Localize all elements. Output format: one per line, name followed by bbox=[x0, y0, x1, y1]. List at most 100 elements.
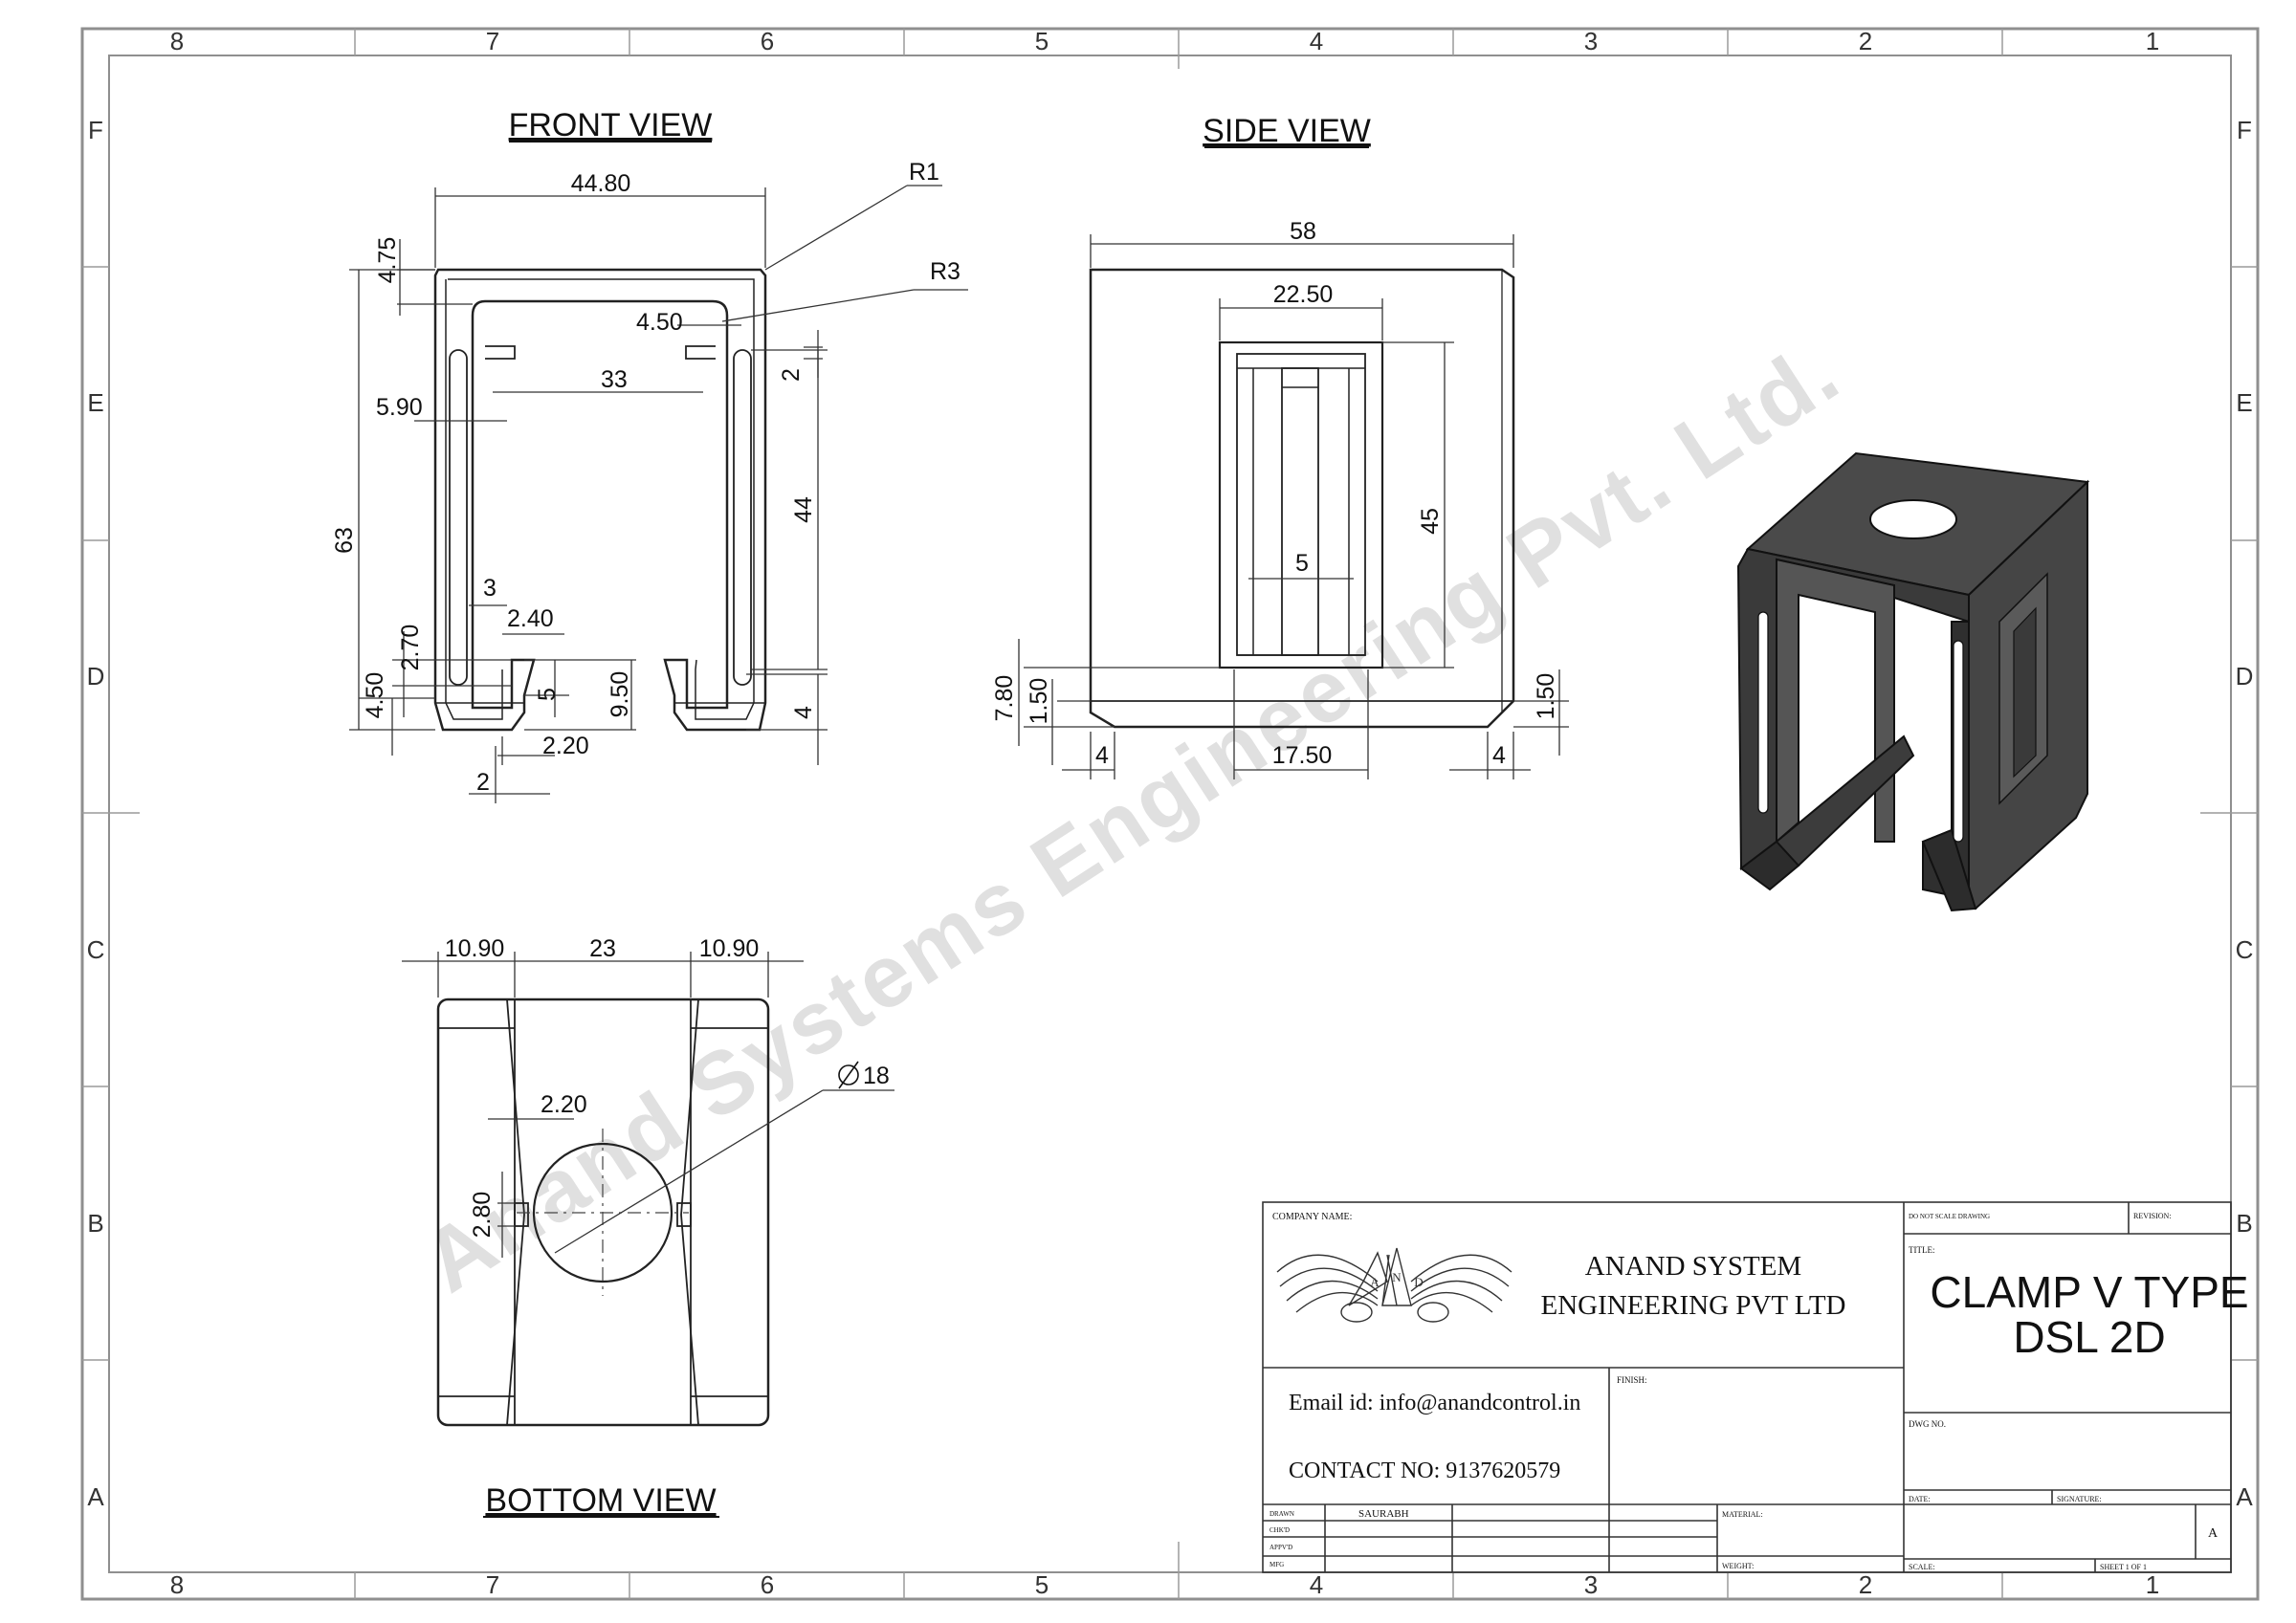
zone-col-top-1: 1 bbox=[2146, 27, 2159, 55]
dim-44-80: 44.80 bbox=[571, 170, 631, 197]
mfg-label: MFG bbox=[1269, 1561, 1284, 1568]
dim-1-50-left: 1.50 bbox=[1026, 678, 1052, 725]
iso-top-hole bbox=[1869, 499, 1957, 539]
view-titles: FRONT VIEW SIDE VIEW BOTTOM VIEW bbox=[485, 107, 1370, 1519]
signature-label: SIGNATURE: bbox=[2057, 1495, 2102, 1503]
front-slot-right bbox=[733, 349, 752, 686]
bottom-tab-left bbox=[514, 1202, 529, 1227]
logo-letter-n: N bbox=[1392, 1270, 1402, 1284]
dim-2-70: 2.70 bbox=[397, 625, 424, 671]
watermark: Anand Systems Engineering Pvt. Ltd. bbox=[407, 322, 1857, 1311]
date-label: DATE: bbox=[1909, 1495, 1931, 1503]
dim-2-80: 2.80 bbox=[469, 1192, 496, 1239]
dim-2-40: 2.40 bbox=[507, 605, 554, 632]
zone-col-bot-6: 6 bbox=[761, 1570, 774, 1599]
inner-frame bbox=[108, 55, 2232, 1573]
drawn-label: DRAWN bbox=[1269, 1510, 1294, 1518]
dim-7-80: 7.80 bbox=[991, 675, 1018, 722]
weight-label: WEIGHT: bbox=[1722, 1562, 1754, 1570]
front-outer-profile bbox=[433, 268, 767, 732]
material-label: MATERIAL: bbox=[1722, 1510, 1763, 1519]
zone-row-right-d: D bbox=[2236, 662, 2254, 691]
bottom-centerlines bbox=[517, 1129, 689, 1296]
zone-col-bot-5: 5 bbox=[1035, 1570, 1049, 1599]
side-outer-profile bbox=[1089, 268, 1515, 729]
side-window-inner bbox=[1236, 353, 1366, 656]
company-line-2: ENGINEERING PVT LTD bbox=[1541, 1290, 1846, 1321]
isometric-view bbox=[1736, 451, 2090, 912]
dim-r1: R1 bbox=[909, 159, 939, 186]
front-tab-right bbox=[685, 345, 716, 360]
iso-slot-1 bbox=[1757, 611, 1769, 814]
zone-col-bot-4: 4 bbox=[1310, 1570, 1323, 1599]
iso-right-foot bbox=[1921, 828, 1977, 912]
contact-number: CONTACT NO: 9137620579 bbox=[1289, 1459, 1560, 1483]
outer-frame bbox=[80, 27, 2260, 1601]
title-block-lines bbox=[1262, 1201, 2232, 1573]
dim-dia-18: 18 bbox=[863, 1063, 890, 1089]
zone-row-left-e: E bbox=[87, 388, 103, 417]
dim-2-bot: 2 bbox=[476, 769, 490, 796]
dim-63: 63 bbox=[331, 527, 358, 554]
zone-row-left-a: A bbox=[87, 1482, 104, 1511]
front-dim-lines bbox=[349, 185, 968, 803]
appvd-label: APPV'D bbox=[1269, 1544, 1292, 1551]
zone-col-bot-3: 3 bbox=[1584, 1570, 1598, 1599]
zone-col-bot-7: 7 bbox=[486, 1570, 499, 1599]
dim-33: 33 bbox=[601, 366, 628, 393]
iso-left-lip bbox=[1739, 840, 1800, 891]
title-label: TITLE: bbox=[1909, 1245, 1935, 1255]
diameter-icon bbox=[838, 1061, 859, 1089]
dim-5: 5 bbox=[534, 688, 561, 701]
finish-label: FINISH: bbox=[1617, 1375, 1647, 1385]
side-view-title: SIDE VIEW bbox=[1203, 113, 1371, 149]
sheet-label: SHEET 1 OF 1 bbox=[2100, 1563, 2147, 1571]
zone-ticks bbox=[82, 29, 2258, 1599]
dim-4-75: 4.75 bbox=[374, 237, 401, 284]
zone-row-right-b: B bbox=[2236, 1209, 2252, 1238]
dim-5-side: 5 bbox=[1295, 550, 1309, 577]
bottom-view-title: BOTTOM VIEW bbox=[485, 1482, 716, 1519]
front-view-title: FRONT VIEW bbox=[509, 107, 713, 143]
dim-2-20-bottom: 2.20 bbox=[541, 1091, 587, 1118]
bottom-tab-right bbox=[676, 1202, 692, 1227]
zone-row-left-b: B bbox=[87, 1209, 103, 1238]
dwg-no-label: DWG NO. bbox=[1909, 1419, 1946, 1429]
drawn-by: SAURABH bbox=[1358, 1508, 1409, 1520]
title-block-text: COMPANY NAME: ANAND SYSTEM ENGINEERING P… bbox=[1269, 1212, 2249, 1571]
zone-row-left-d: D bbox=[87, 662, 105, 691]
zone-col-top-3: 3 bbox=[1584, 27, 1598, 55]
chkd-label: CHK'D bbox=[1269, 1526, 1290, 1534]
front-slot-left bbox=[449, 349, 468, 686]
email: Email id: info@anandcontrol.in bbox=[1289, 1391, 1580, 1415]
zone-col-bot-1: 1 bbox=[2146, 1570, 2159, 1599]
iso-slot-2 bbox=[1953, 640, 1964, 843]
zone-col-top-2: 2 bbox=[1859, 27, 1872, 55]
side-view-geometry bbox=[1089, 268, 1515, 729]
zone-col-top-7: 7 bbox=[486, 27, 499, 55]
bottom-outer bbox=[436, 998, 770, 1427]
bottom-hole bbox=[532, 1142, 673, 1283]
revision-label: REVISION: bbox=[2133, 1212, 2172, 1220]
side-dim-lines bbox=[1018, 234, 1569, 779]
front-dim-labels: 44.80 R1 R3 4.75 4.50 33 5.90 2 44 63 3 … bbox=[331, 159, 960, 796]
dim-58: 58 bbox=[1290, 218, 1316, 245]
bottom-dim-labels: 10.90 23 10.90 2.20 2.80 18 bbox=[445, 935, 890, 1238]
logo-letter-a: A bbox=[1370, 1275, 1380, 1289]
company-logo bbox=[1276, 1247, 1512, 1323]
drawing-title-line-1: CLAMP V TYPE bbox=[1930, 1267, 2248, 1317]
dim-44: 44 bbox=[790, 496, 817, 523]
bottom-view-geometry bbox=[436, 998, 770, 1427]
dim-3: 3 bbox=[483, 575, 497, 602]
zone-col-bot-2: 2 bbox=[1859, 1570, 1872, 1599]
front-tab-left bbox=[485, 345, 516, 360]
zone-row-left-c: C bbox=[87, 935, 105, 964]
zone-col-top-8: 8 bbox=[170, 27, 184, 55]
dim-1-50-right: 1.50 bbox=[1533, 673, 1559, 720]
dim-4-front: 4 bbox=[790, 706, 817, 719]
zone-row-left-f: F bbox=[88, 116, 103, 144]
do-not-scale-label: DO NOT SCALE DRAWING bbox=[1909, 1213, 1990, 1220]
company-line-1: ANAND SYSTEM bbox=[1585, 1251, 1801, 1282]
zone-row-right-e: E bbox=[2236, 388, 2252, 417]
dim-22-50: 22.50 bbox=[1273, 281, 1334, 308]
